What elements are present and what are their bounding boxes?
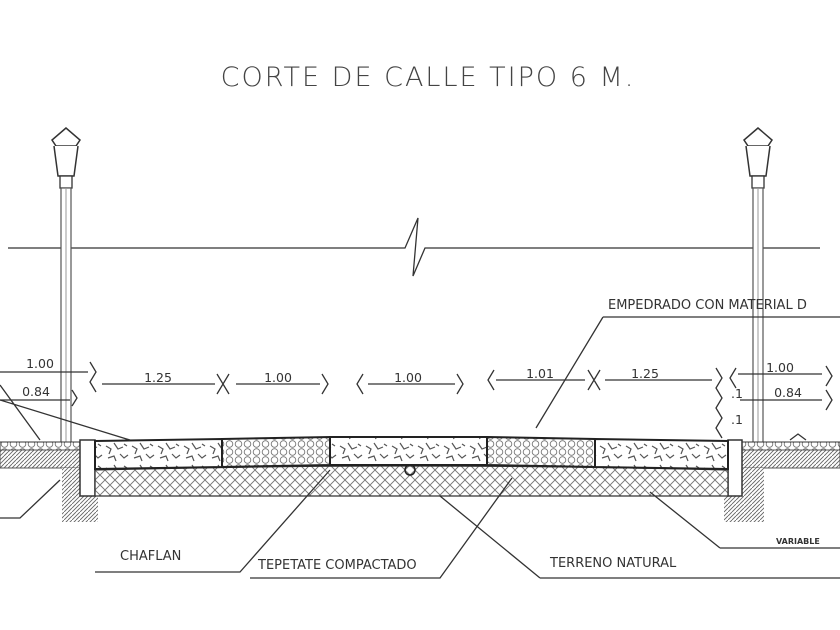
lamp-post-right xyxy=(743,127,773,447)
leader-lines xyxy=(0,316,840,579)
right-curb xyxy=(727,439,743,497)
label-empedrado: EMPEDRADO CON MATERIAL D xyxy=(608,298,807,313)
label-chaflan: CHAFLAN xyxy=(120,549,181,564)
dim-left-sidewalk: 1.00 xyxy=(26,356,54,371)
dim-right-small-1: .1 xyxy=(731,386,743,401)
paving-stone-section xyxy=(94,437,223,471)
paving-blocks xyxy=(94,435,729,476)
dim-left-sidewalk-inner: 0.84 xyxy=(22,384,50,399)
dim-road-4: 1.01 xyxy=(526,366,554,381)
drawing-title: CORTE DE CALLE TIPO 6 M. xyxy=(221,62,636,93)
dim-road-5: 1.25 xyxy=(631,366,659,381)
left-curb xyxy=(79,439,96,497)
dim-right-sidewalk-inner: 0.84 xyxy=(774,385,802,400)
dim-road-3: 1.00 xyxy=(394,370,422,385)
dimension-lines xyxy=(0,361,833,441)
paving-stone-section xyxy=(329,436,488,466)
paving-cobble-section xyxy=(221,435,331,469)
dim-right-sidewalk: 1.00 xyxy=(766,360,794,375)
label-variable: VARIABLE xyxy=(776,537,820,546)
break-line xyxy=(8,217,820,277)
paving-cobble-section xyxy=(486,435,596,469)
lamp-post-left xyxy=(51,127,81,447)
paving-stone-section xyxy=(594,437,729,471)
tepetate-layer xyxy=(94,465,729,497)
label-terreno-natural: TERRENO NATURAL xyxy=(549,556,677,571)
dim-right-small-2: .1 xyxy=(731,412,743,427)
label-tepetate: TEPETATE COMPACTADO xyxy=(257,558,417,573)
dim-road-2: 1.00 xyxy=(264,370,292,385)
center-mark-icon xyxy=(404,464,416,476)
dim-road-1: 1.25 xyxy=(144,370,172,385)
